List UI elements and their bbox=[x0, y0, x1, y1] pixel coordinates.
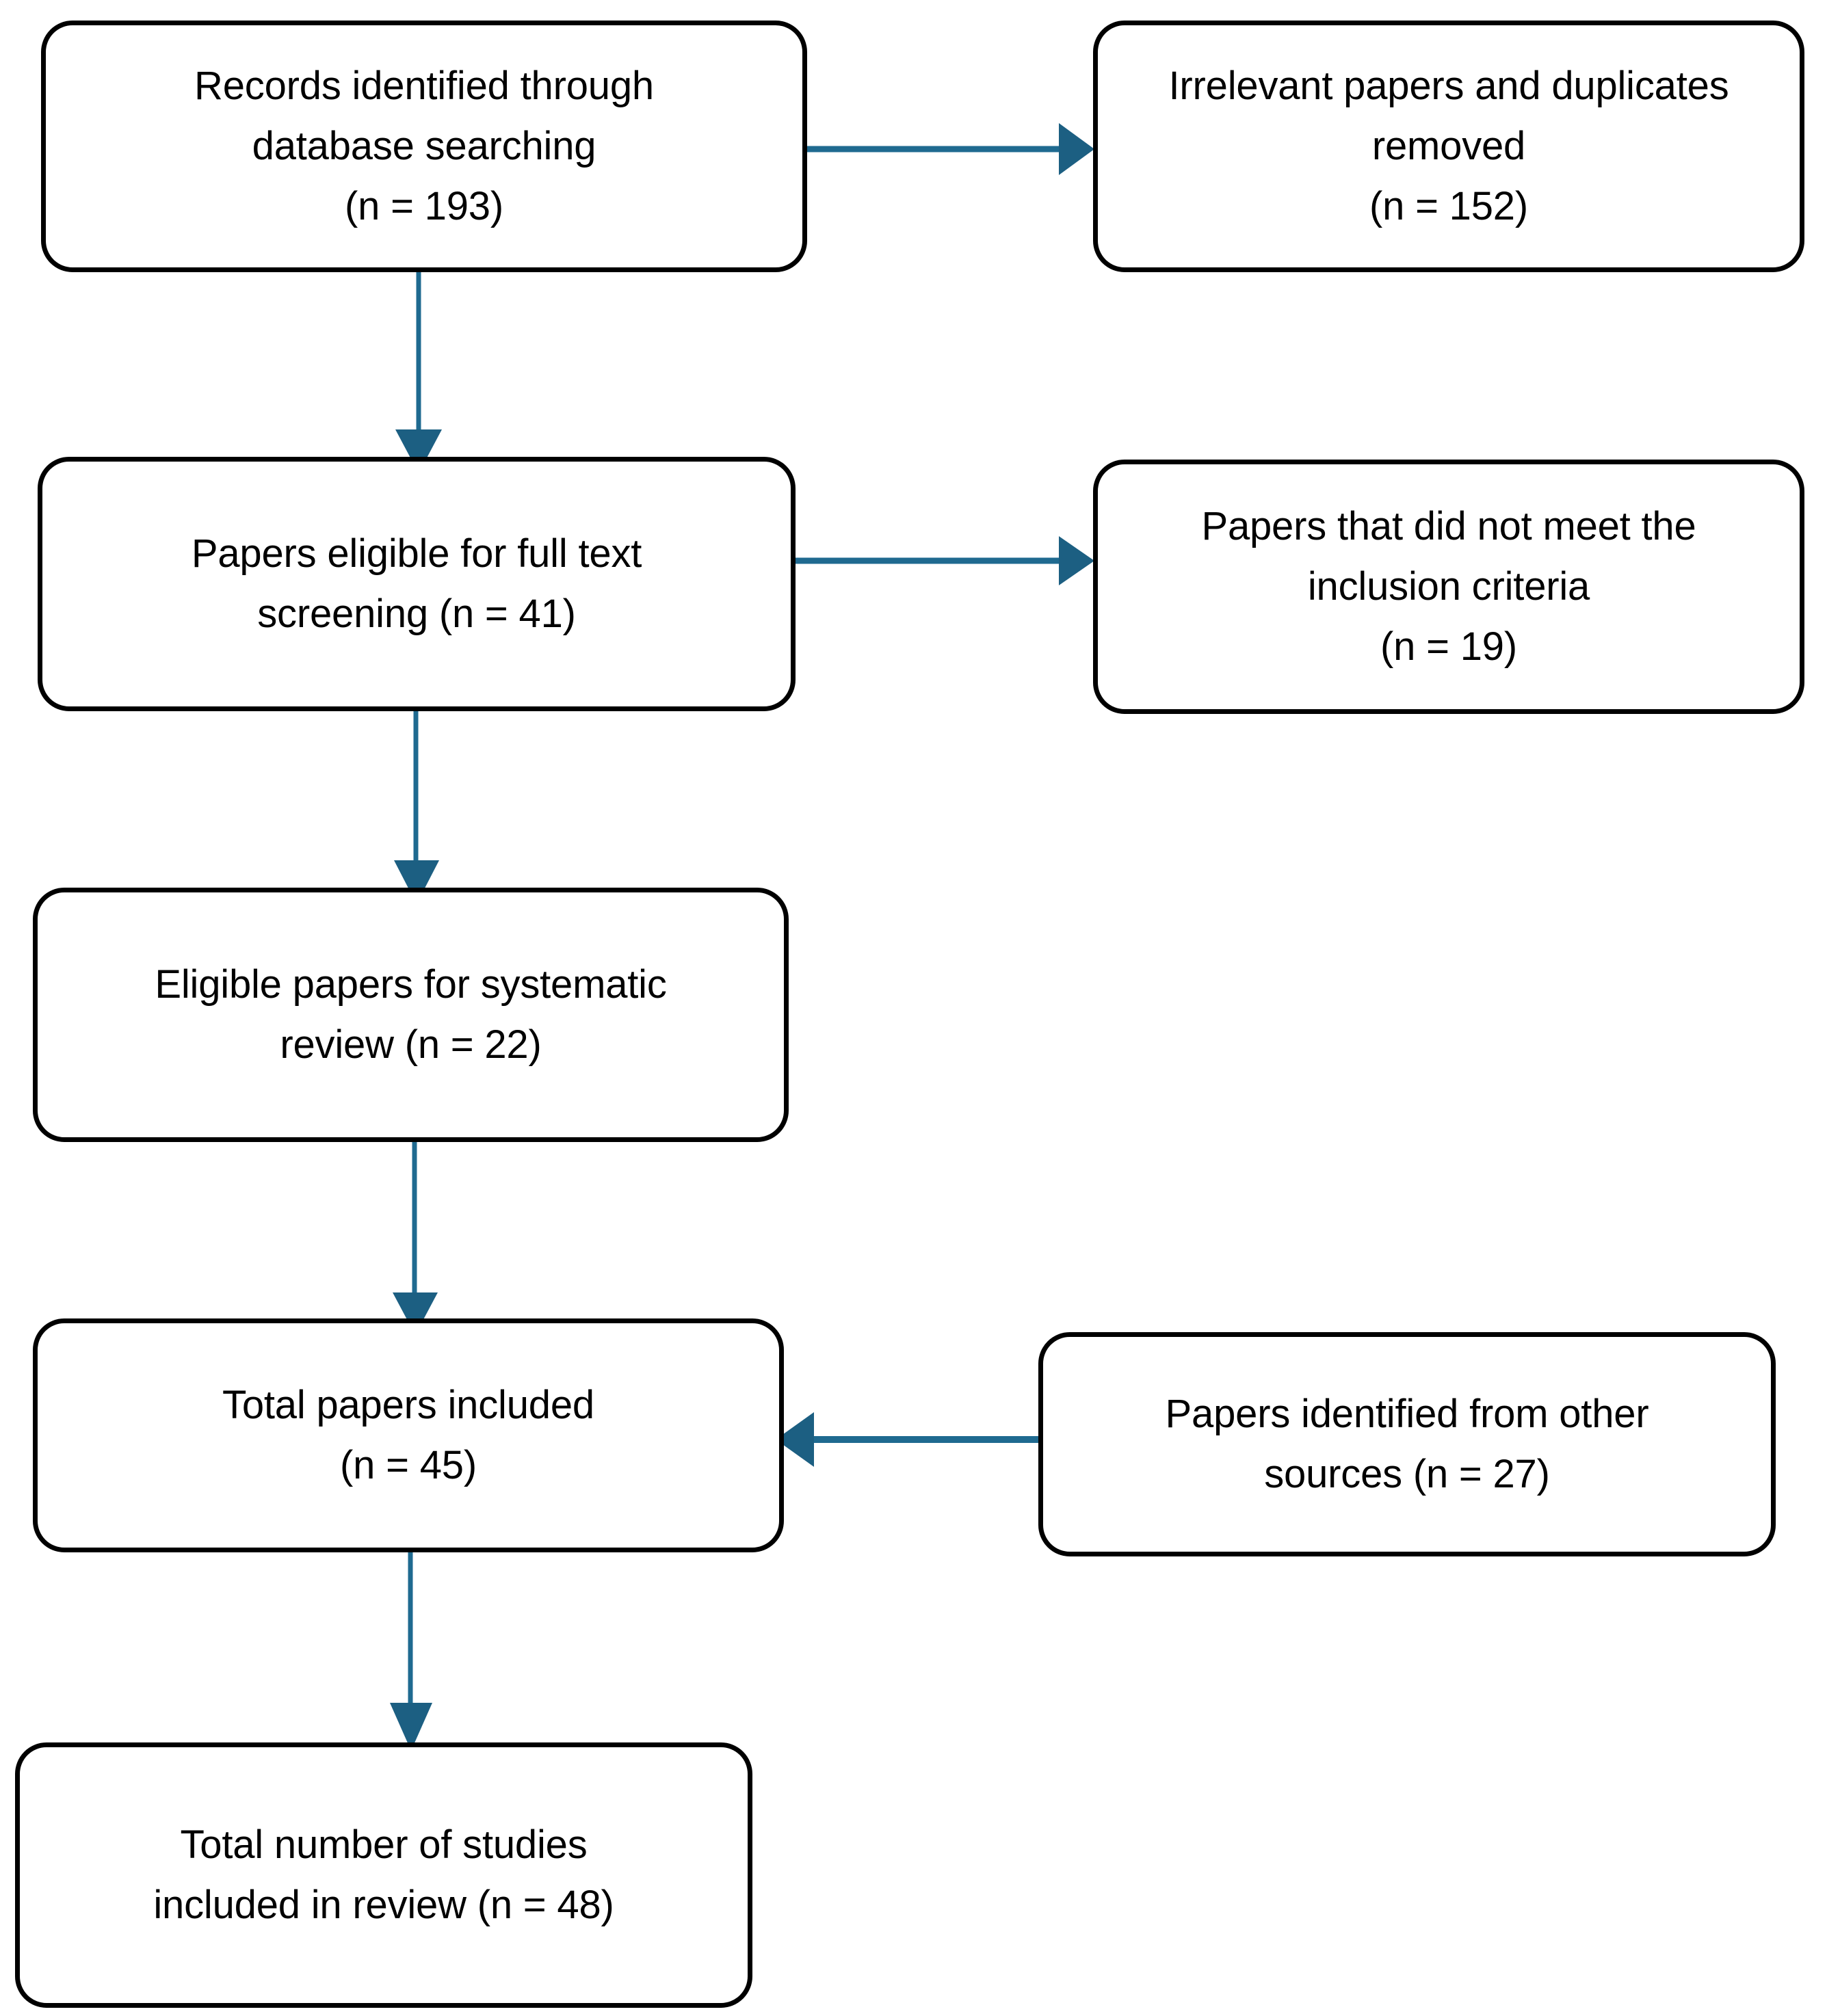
edge-systematic-to-total-papers bbox=[393, 1142, 438, 1335]
edge-total-papers-to-total-studies bbox=[390, 1552, 432, 1751]
node-records-identified-label: Records identified through database sear… bbox=[194, 63, 654, 229]
node-total-papers-included: Total papers included (n = 45) bbox=[33, 1318, 784, 1552]
node-total-studies-review: Total number of studies included in revi… bbox=[15, 1742, 752, 2008]
node-other-sources: Papers identified from other sources (n … bbox=[1038, 1332, 1776, 1556]
edge-fulltext-to-not-meet bbox=[793, 536, 1094, 585]
node-records-identified: Records identified through database sear… bbox=[41, 21, 807, 272]
node-eligible-systematic-review: Eligible papers for systematic review (n… bbox=[33, 888, 789, 1142]
node-eligible-full-text: Papers eligible for full text screening … bbox=[38, 457, 796, 711]
node-total-studies-review-label: Total number of studies included in revi… bbox=[153, 1822, 614, 1927]
edge-fulltext-to-systematic bbox=[394, 711, 439, 904]
node-not-meet-inclusion-label: Papers that did not meet the inclusion c… bbox=[1201, 503, 1696, 669]
node-eligible-systematic-review-label: Eligible papers for systematic review (n… bbox=[155, 961, 667, 1067]
node-other-sources-label: Papers identified from other sources (n … bbox=[1165, 1391, 1649, 1496]
node-total-papers-included-label: Total papers included (n = 45) bbox=[222, 1382, 594, 1487]
edge-other-sources-to-total-papers bbox=[776, 1412, 1038, 1467]
node-not-meet-inclusion: Papers that did not meet the inclusion c… bbox=[1093, 460, 1804, 714]
node-irrelevant-removed: Irrelevant papers and duplicates removed… bbox=[1093, 21, 1804, 272]
node-eligible-full-text-label: Papers eligible for full text screening … bbox=[191, 531, 642, 636]
node-irrelevant-removed-label: Irrelevant papers and duplicates removed… bbox=[1168, 63, 1729, 229]
edge-records-to-irrelevant bbox=[806, 123, 1094, 175]
edge-records-to-fulltext bbox=[395, 271, 442, 473]
